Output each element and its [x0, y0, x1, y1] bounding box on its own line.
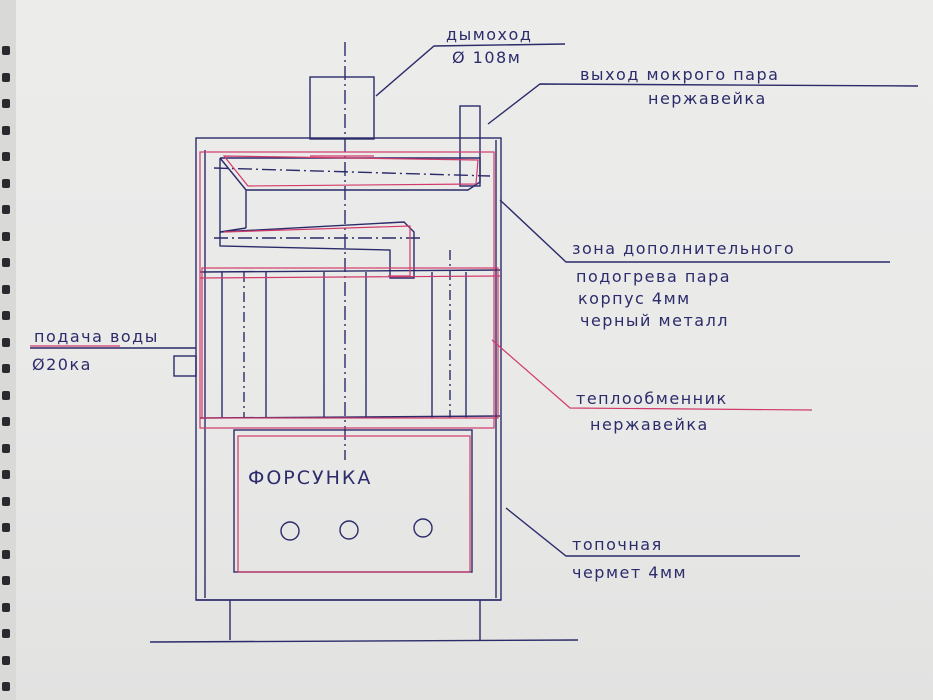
leader-firebox: [505, 507, 800, 557]
binding-ring: [2, 417, 10, 426]
firebox-door: [233, 429, 473, 573]
binding-ring: [2, 179, 10, 188]
burner-hole-2: [339, 520, 359, 540]
zone-line-3: корпус 4мм: [578, 289, 691, 308]
binding-ring: [2, 497, 10, 506]
chimney-title: дымоход: [446, 25, 532, 44]
burner-label: ФОРСУНКА: [248, 467, 372, 489]
wet-steam-material: нержавейка: [648, 89, 767, 108]
binding-ring: [2, 285, 10, 294]
binding-ring: [2, 73, 10, 82]
binding-ring: [2, 126, 10, 135]
zone-line-2: подогрева пара: [576, 267, 731, 286]
exchanger-material: нержавейка: [590, 415, 709, 434]
chimney-pipe: [309, 76, 375, 140]
binding-ring: [2, 391, 10, 400]
housing-outline: [195, 137, 502, 601]
water-title: подача воды: [34, 327, 159, 346]
binding-ring: [2, 152, 10, 161]
binding-ring: [2, 656, 10, 665]
firebox-title: топочная: [572, 535, 663, 554]
superheater-upper-duct: [219, 157, 481, 233]
ground-line: [149, 639, 579, 643]
binding-ring: [2, 629, 10, 638]
steam-outlet-pipe: [459, 105, 481, 187]
red-housing-trace: [199, 151, 495, 429]
binding-ring: [2, 470, 10, 479]
water-size: Ø20ка: [32, 355, 92, 374]
superheater-axis-upper: [213, 167, 491, 177]
red-exchanger-line: [199, 275, 501, 279]
binding-ring: [2, 576, 10, 585]
binding-ring: [2, 46, 10, 55]
binding-ring: [2, 338, 10, 347]
zone-line-1: зона дополнительного: [572, 239, 795, 258]
zone-line-4: черный металл: [580, 311, 729, 330]
superheater-lower-duct: [219, 221, 415, 279]
binding-ring: [2, 550, 10, 559]
binding-ring: [2, 258, 10, 267]
binding-ring: [2, 99, 10, 108]
chimney-size: Ø 108м: [452, 48, 521, 67]
leader-steam-outlet: [487, 83, 919, 125]
binding-ring: [2, 232, 10, 241]
burner-hole-1: [280, 521, 300, 541]
water-inlet-pipe: [173, 355, 197, 377]
binding-ring: [2, 523, 10, 532]
binding-ring: [2, 444, 10, 453]
leader-zone: [499, 199, 890, 263]
binding-ring: [2, 682, 10, 691]
red-superheater-trace: [222, 155, 479, 277]
firebox-material: чермет 4мм: [572, 563, 687, 582]
burner-hole-3: [413, 518, 433, 538]
binding-ring: [2, 364, 10, 373]
binding-ring: [2, 311, 10, 320]
exchanger-top-line: [199, 269, 501, 273]
wet-steam-title: выход мокрого пара: [580, 65, 779, 84]
binding-ring: [2, 603, 10, 612]
red-firebox-trace: [237, 435, 471, 573]
binding-ring: [2, 205, 10, 214]
leader-exchanger: [491, 339, 813, 411]
leader-chimney: [375, 43, 566, 97]
red-exchanger-trace: [201, 267, 499, 419]
spiral-binding: [0, 0, 16, 700]
exchanger-title: теплообменник: [576, 389, 728, 408]
